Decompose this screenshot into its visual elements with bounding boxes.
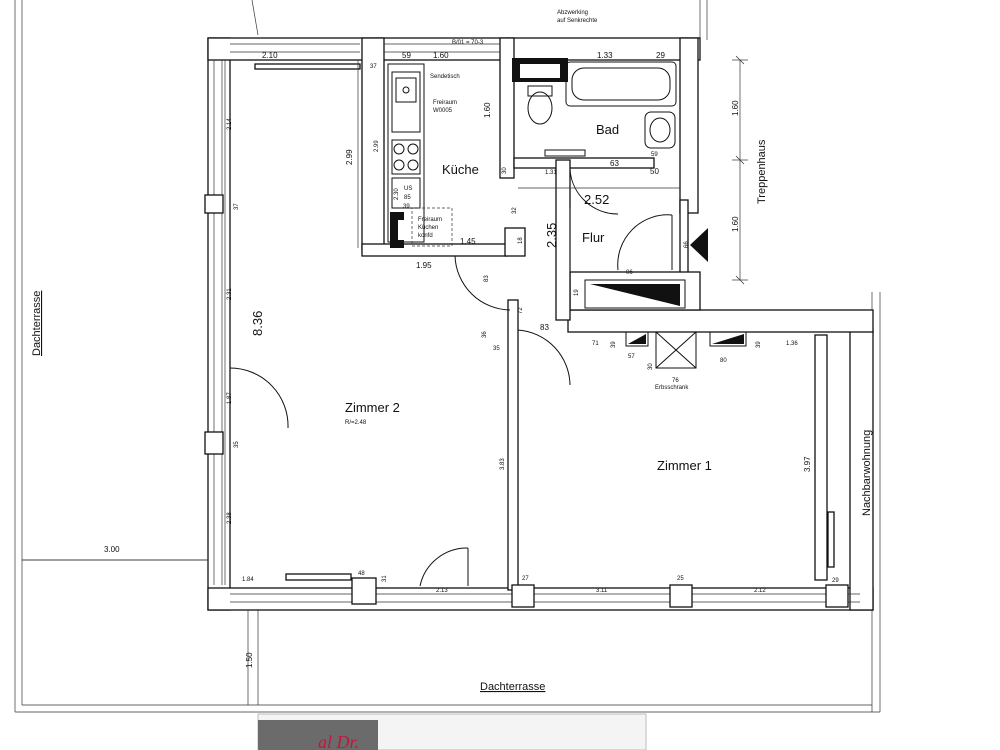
dim-label: 1.84 (242, 577, 254, 583)
note-abzug-2: auf Senkrechte (557, 18, 598, 24)
note-abzug-1: Abzwerking (557, 10, 588, 16)
walls (207, 37, 874, 611)
room-label-zimmer1: Zimmer 1 (657, 458, 712, 473)
bath-fixtures (512, 58, 677, 157)
dimension-labels: 2.10 59 1.60 B/01 = 70-3 1.33 29 37 1.60… (104, 40, 839, 668)
dim-label: 1.31 (545, 170, 557, 176)
dim-label: 57 (628, 354, 635, 360)
dim-label: 1.36 (786, 341, 798, 347)
dim-label: 37 (234, 203, 240, 210)
logo-text: al Dr. (318, 732, 359, 750)
dim-label: 31 (382, 575, 388, 582)
dim-label: 3.00 (104, 545, 120, 554)
windows (204, 43, 860, 608)
note-kitchen-1: Freiraum (418, 217, 442, 223)
label-treppenhaus: Treppenhaus (756, 139, 768, 204)
dim-label: 30 (648, 363, 654, 370)
dim-label: 1.50 (245, 652, 254, 668)
logo-stamp: al Dr. (257, 713, 647, 750)
dim-label: 39 (756, 341, 762, 348)
dim-label: 2.99 (345, 149, 354, 165)
dim-label: 19 (574, 289, 580, 296)
dim-label: 2.30 (394, 188, 400, 200)
dim-label: 1.60 (731, 100, 740, 116)
dim-label: 1.60 (433, 51, 449, 60)
dim-label: 36 (482, 331, 488, 338)
dim-label: 48 (358, 571, 365, 577)
note-kitchen-3: konfd (418, 233, 433, 239)
dim-label: 06 (626, 270, 633, 276)
dim-label: 39 (403, 204, 410, 210)
dim-label: 27 (522, 576, 529, 582)
room-label-bad: Bad (596, 122, 619, 137)
dim-label: 1.95 (416, 261, 432, 270)
room-label-kueche: Küche (442, 162, 479, 177)
dimension-lines (22, 60, 680, 705)
dim-label: 25 (677, 576, 684, 582)
dim-label: 32 (512, 207, 518, 214)
dim-label: 83 (484, 275, 490, 282)
dim-label: 2.13 (436, 588, 448, 594)
dim-label: 2.38 (227, 512, 233, 524)
dim-label: 2.12 (754, 588, 766, 594)
note-us-1: US (404, 186, 412, 192)
dim-label: 37 (370, 64, 377, 70)
dim-label: 3.83 (500, 458, 506, 470)
dim-label: 29 (832, 578, 839, 584)
dim-label: 59 (651, 152, 658, 158)
dim-label: 2.52 (584, 192, 609, 207)
dim-label: 1.45 (460, 237, 476, 246)
label-dachterrasse-bottom: Dachterrasse (480, 681, 545, 693)
dim-label: 2.31 (227, 288, 233, 300)
dim-label: 8.36 (250, 311, 265, 336)
dim-label: 63 (610, 159, 619, 168)
dim-label: 80 (720, 358, 727, 364)
dim-label: 35 (493, 346, 500, 352)
shaft-fixtures (625, 331, 747, 369)
dim-label: 50 (650, 167, 659, 176)
dim-label: 3.11 (596, 588, 608, 594)
dim-label: 59 (402, 51, 411, 60)
dim-label: 2.14 (227, 118, 233, 130)
dim-label: 83 (540, 323, 549, 332)
dim-label: 1.60 (731, 216, 740, 232)
dim-label: 1.87 (227, 392, 233, 404)
dim-label: 2.99 (374, 140, 380, 152)
room-height-zimmer2: R/=2.48 (345, 420, 367, 426)
note-fridge-1: Freiraum (433, 100, 457, 106)
dim-label: 2.35 (544, 223, 559, 248)
dim-label: 1.33 (597, 51, 613, 60)
dim-label: 1.60 (483, 102, 492, 118)
label-erbsschrank: Erbsschrank (655, 385, 689, 391)
dim-label: 2.10 (262, 51, 278, 60)
note-spuele: Sendetisch (430, 74, 460, 80)
dim-label: 30 (502, 167, 508, 174)
dim-label: 3.97 (803, 456, 812, 472)
dim-label: 35 (234, 441, 240, 448)
note-fridge-2: W0005 (433, 108, 453, 114)
dim-label: 29 (656, 51, 665, 60)
note-kitchen-2: Küchen (418, 225, 438, 231)
dim-label: 18 (518, 237, 524, 244)
dim-label: B/01 = 70-3 (452, 40, 484, 46)
room-label-flur: Flur (582, 230, 605, 245)
doors (229, 169, 673, 587)
kitchen-fixtures (387, 63, 453, 248)
dim-label: 76 (672, 378, 679, 384)
dim-label: 39 (611, 341, 617, 348)
label-nachbarwohnung: Nachbarwohnung (861, 430, 873, 516)
note-us-2: 85 (404, 195, 411, 201)
dim-label: 66 (684, 241, 690, 248)
dim-label: 71 (592, 341, 599, 347)
flur-fixtures (584, 55, 748, 309)
dim-label: 72 (518, 307, 524, 314)
room-label-zimmer2: Zimmer 2 (345, 400, 400, 415)
label-dachterrasse-left: Dachterrasse (31, 291, 43, 356)
